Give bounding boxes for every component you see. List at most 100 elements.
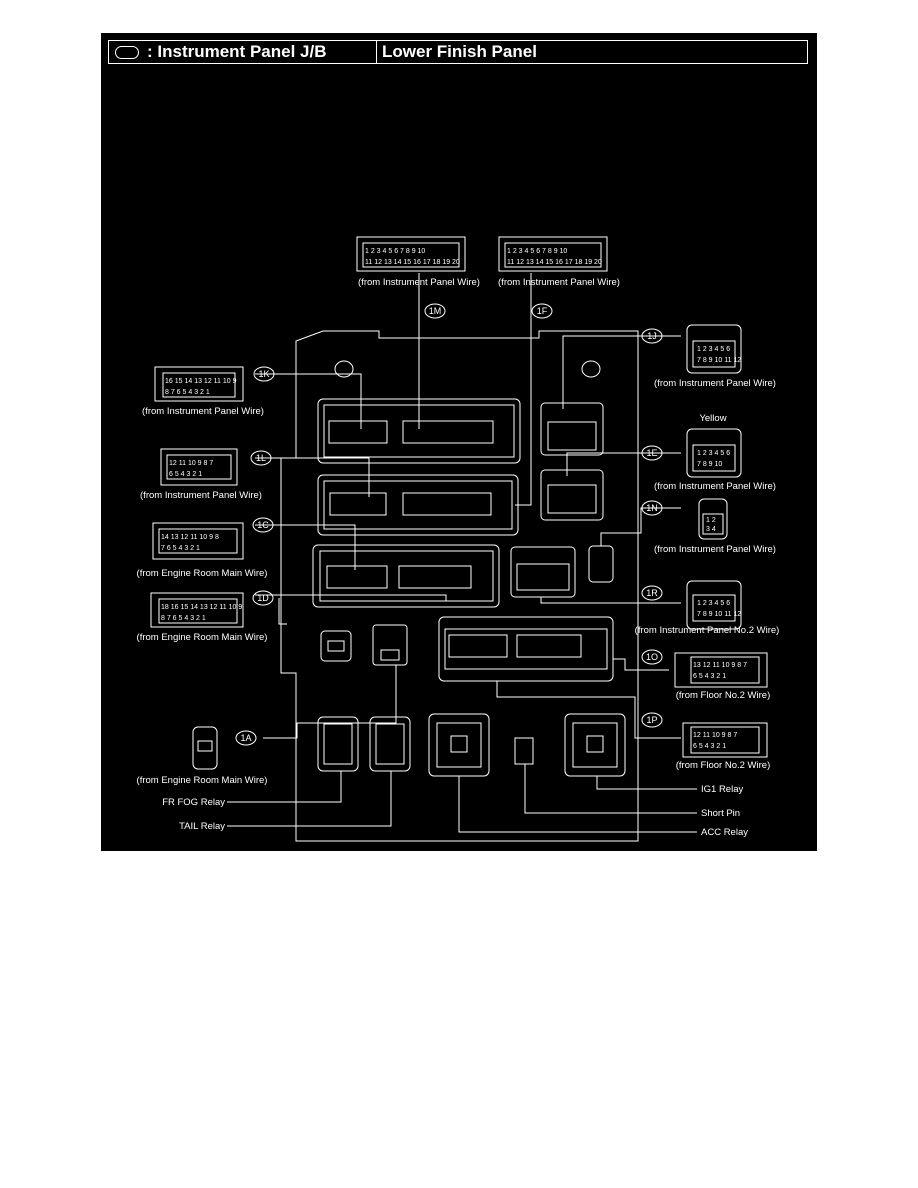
svg-text:1F: 1F xyxy=(537,306,548,316)
svg-text:1A: 1A xyxy=(240,733,251,743)
svg-text:1E: 1E xyxy=(646,448,657,458)
tag-1o: 1O xyxy=(641,649,663,665)
title-bar: : Instrument Panel J/B Lower Finish Pane… xyxy=(108,40,808,64)
svg-text:1M: 1M xyxy=(429,306,442,316)
socket-1o xyxy=(438,616,614,682)
position-cell: Lower Finish Panel xyxy=(377,41,807,63)
tail-relay-socket xyxy=(369,716,411,772)
svg-text:1 2 3 4 5 6: 1 2 3 4 5 6 xyxy=(697,600,730,607)
ig1-relay-socket xyxy=(564,713,626,777)
tag-1e: 1E xyxy=(641,445,663,461)
svg-text:1 2 3 4 5 6: 1 2 3 4 5 6 xyxy=(697,346,730,353)
svg-text:14 13 12 11 10 9 8: 14 13 12 11 10 9 8 xyxy=(161,534,219,541)
plug-1l: 12 11 10 9 8 7 6 5 4 3 2 1 (from Instrum… xyxy=(140,448,262,501)
source-label-1l: (from Instrument Panel Wire) xyxy=(140,490,262,501)
tag-1k: 1K xyxy=(253,366,275,382)
tag-1l: 1L xyxy=(250,450,272,466)
svg-text:8 7 6 5 4 3 2 1: 8 7 6 5 4 3 2 1 xyxy=(165,389,210,396)
diagram-panel: : Instrument Panel J/B Lower Finish Pane… xyxy=(101,33,817,851)
fr-fog-relay-label: FR FOG Relay xyxy=(162,797,225,808)
plug-1m: 1 2 3 4 5 6 7 8 9 10 11 12 13 14 15 16 1… xyxy=(356,236,480,288)
source-label-1n: (from Instrument Panel Wire) xyxy=(654,544,776,555)
svg-text:1C: 1C xyxy=(257,520,269,530)
socket-1a xyxy=(320,624,408,666)
svg-text:13 12 11 10 9 8 7: 13 12 11 10 9 8 7 xyxy=(693,662,747,669)
tag-1f: 1F xyxy=(531,303,553,319)
svg-text:6 5 4 3 2 1: 6 5 4 3 2 1 xyxy=(169,471,202,478)
plug-1d: 18 16 15 14 13 12 11 10 9 8 7 6 5 4 3 2 … xyxy=(137,592,268,643)
tag-1j: 1J xyxy=(641,328,663,344)
tag-1c: 1C xyxy=(252,517,274,533)
svg-text:1 2 3 4 5 6 7 8 9 10: 1 2 3 4 5 6 7 8 9 10 xyxy=(365,248,425,255)
svg-text:6 5 4 3 2 1: 6 5 4 3 2 1 xyxy=(693,673,726,680)
plug-1f: 1 2 3 4 5 6 7 8 9 10 11 12 13 14 15 16 1… xyxy=(498,236,620,288)
plug-1j: 1 2 3 4 5 6 7 8 9 10 11 12 (from Instrum… xyxy=(654,324,776,389)
tag-1d: 1D xyxy=(252,590,274,606)
source-label-1k: (from Instrument Panel Wire) xyxy=(142,406,264,417)
color-note-1e: Yellow xyxy=(699,413,726,424)
svg-text:7 8 9 10 11 12: 7 8 9 10 11 12 xyxy=(697,357,741,364)
svg-text:16 15 14 13 12 11 10 9: 16 15 14 13 12 11 10 9 xyxy=(165,378,237,385)
plug-1p: 12 11 10 9 8 7 6 5 4 3 2 1 (from Floor N… xyxy=(676,722,770,771)
junction-block-diagram xyxy=(227,273,697,842)
source-label-1j: (from Instrument Panel Wire) xyxy=(654,378,776,389)
svg-text:7 8 9 10: 7 8 9 10 xyxy=(697,461,722,468)
svg-text:7 6 5 4 3 2 1: 7 6 5 4 3 2 1 xyxy=(161,545,200,552)
source-label-1r: (from Instrument Panel No.2 Wire) xyxy=(635,625,780,636)
socket-1e xyxy=(540,469,604,521)
oval-icon xyxy=(115,45,139,59)
svg-text:1J: 1J xyxy=(647,331,657,341)
plug-1e: 1 2 3 4 5 6 7 8 9 10 (from Instrument Pa… xyxy=(654,428,776,492)
svg-text:1 2 3 4 5 6 7 8 9 10: 1 2 3 4 5 6 7 8 9 10 xyxy=(507,248,567,255)
source-label-1a: (from Engine Room Main Wire) xyxy=(137,775,268,786)
svg-text:6 5 4 3 2 1: 6 5 4 3 2 1 xyxy=(693,743,726,750)
svg-text:11 12 13 14 15 16 17 18 19 20: 11 12 13 14 15 16 17 18 19 20 xyxy=(507,259,602,266)
svg-text:1D: 1D xyxy=(257,593,269,603)
source-label-1e: (from Instrument Panel Wire) xyxy=(654,481,776,492)
source-label-1d: (from Engine Room Main Wire) xyxy=(137,632,268,643)
socket-1j xyxy=(540,402,604,456)
svg-text:1 2 3 4 5 6: 1 2 3 4 5 6 xyxy=(697,450,730,457)
svg-text:7 8 9 10 11 12: 7 8 9 10 11 12 xyxy=(697,611,741,618)
connector-tags: 1M 1F 1K 1L 1C 1D 1A 1J xyxy=(235,303,663,746)
plug-1k: 16 15 14 13 12 11 10 9 8 7 6 5 4 3 2 1 (… xyxy=(142,366,264,417)
location-cell: : Instrument Panel J/B xyxy=(109,41,377,63)
acc-relay-label: ACC Relay xyxy=(701,827,748,838)
external-connectors: 1 2 3 4 5 6 7 8 9 10 11 12 13 14 15 16 1… xyxy=(137,236,780,838)
socket-1r xyxy=(510,546,576,598)
source-label-1p: (from Floor No.2 Wire) xyxy=(676,760,770,771)
mounting-hole-left xyxy=(334,360,354,378)
svg-text:1K: 1K xyxy=(258,369,269,379)
leader-lines xyxy=(227,273,697,833)
location-title: : Instrument Panel J/B xyxy=(147,42,327,61)
tag-1m: 1M xyxy=(424,303,446,319)
svg-text:11 12 13 14 15 16 17 18 19 20: 11 12 13 14 15 16 17 18 19 20 xyxy=(365,259,460,266)
source-label-1c: (from Engine Room Main Wire) xyxy=(137,568,268,579)
short-pin-label: Short Pin xyxy=(701,808,740,819)
svg-text:18 16 15 14 13 12 11 10 9: 18 16 15 14 13 12 11 10 9 xyxy=(161,604,242,611)
short-pin-socket xyxy=(514,737,534,765)
source-label-1o: (from Floor No.2 Wire) xyxy=(676,690,770,701)
svg-text:12 11 10 9 8 7: 12 11 10 9 8 7 xyxy=(169,460,213,467)
tag-1r: 1R xyxy=(641,585,663,601)
tag-1a: 1A xyxy=(235,730,257,746)
fr-fog-relay-socket xyxy=(317,716,359,772)
svg-text:8 7 6 5 4 3 2 1: 8 7 6 5 4 3 2 1 xyxy=(161,615,206,622)
tag-1p: 1P xyxy=(641,712,663,728)
svg-text:1R: 1R xyxy=(646,588,658,598)
plug-1r: 1 2 3 4 5 6 7 8 9 10 11 12 (from Instrum… xyxy=(635,580,780,636)
plug-1a: (from Engine Room Main Wire) xyxy=(137,726,268,786)
source-label-1f: (from Instrument Panel Wire) xyxy=(498,277,620,288)
mounting-hole-right xyxy=(581,360,601,378)
ig1-relay-label: IG1 Relay xyxy=(701,784,743,795)
tail-relay-label: TAIL Relay xyxy=(179,821,225,832)
socket-1c xyxy=(312,544,500,608)
svg-text:12 11 10 9 8 7: 12 11 10 9 8 7 xyxy=(693,732,737,739)
svg-text:1O: 1O xyxy=(646,652,658,662)
plug-1c: 14 13 12 11 10 9 8 7 6 5 4 3 2 1 (from E… xyxy=(137,522,268,579)
source-label-1m: (from Instrument Panel Wire) xyxy=(358,277,480,288)
tag-1n: 1N xyxy=(641,500,663,516)
plug-1o: 13 12 11 10 9 8 7 6 5 4 3 2 1 (from Floo… xyxy=(674,652,770,701)
position-title: Lower Finish Panel xyxy=(382,42,537,61)
svg-text:1L: 1L xyxy=(256,453,266,463)
